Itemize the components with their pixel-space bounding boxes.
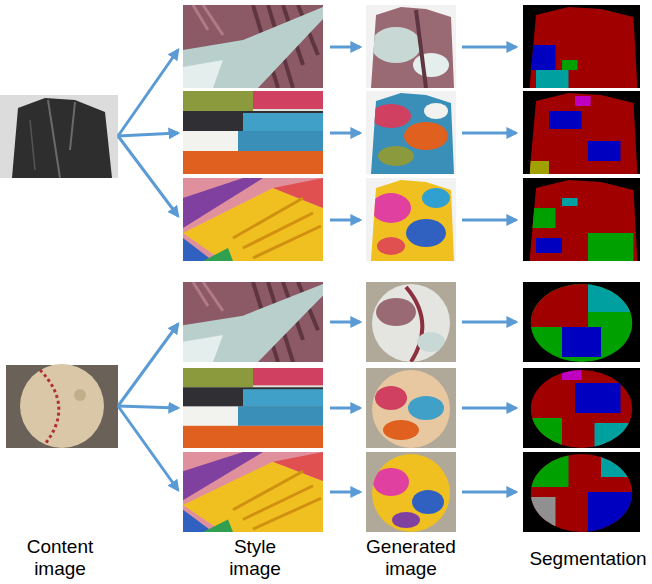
generated-image [366,5,456,88]
generated-image [366,452,456,535]
segmentation-map [523,178,640,261]
segmentation-map [523,5,640,88]
generated-image [366,282,456,365]
column-label: Content image [15,536,105,580]
generated-image [366,178,456,261]
segmentation-map [523,368,640,451]
jacket-photo [0,95,118,178]
column-label: Segmentation [513,548,652,570]
segmentation-map [523,91,640,174]
generated-image [366,91,456,174]
baseball-photo [6,364,118,448]
flow-arrows [118,47,516,492]
segmentation-map [523,282,640,365]
column-label: Style image [220,536,290,580]
generated-image [366,368,456,451]
column-label: Generated image [355,536,467,580]
segmentation-map [523,452,640,535]
